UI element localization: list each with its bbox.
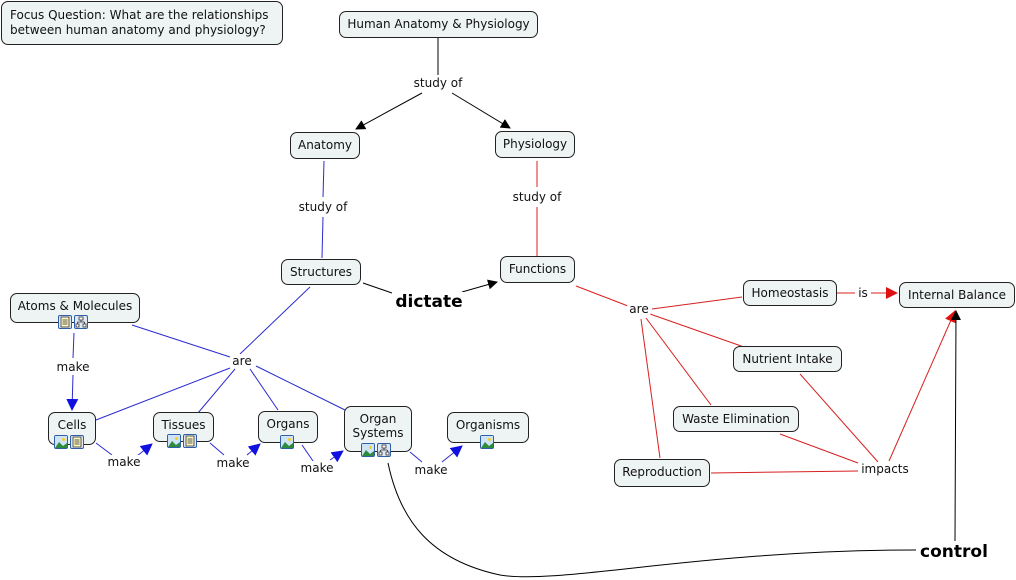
link-label-study-of: study of	[296, 200, 350, 214]
link-studyof-physiology	[451, 92, 511, 129]
concept-internal-balance[interactable]: Internal Balance	[899, 282, 1015, 308]
concept-homeostasis[interactable]: Homeostasis	[743, 280, 837, 306]
concept-structures[interactable]: Structures	[281, 259, 361, 285]
focus-question: Focus Question: What are the relationshi…	[1, 1, 283, 45]
concept-map-icon[interactable]	[377, 443, 391, 457]
atoms-resources	[58, 315, 88, 329]
link-label-make: make	[214, 456, 252, 470]
concept-reproduction[interactable]: Reproduction	[614, 459, 710, 487]
document-icon[interactable]	[183, 434, 197, 448]
link-label-impacts: impacts	[859, 462, 911, 476]
concept-physiology[interactable]: Physiology	[495, 131, 575, 158]
link-label-make: make	[54, 360, 92, 374]
link-label-make: make	[105, 455, 143, 469]
link-label-make: make	[298, 461, 336, 475]
link-label-study-of: study of	[510, 190, 564, 204]
organ-systems-resources	[361, 443, 391, 457]
organs-resources	[280, 435, 294, 449]
document-icon[interactable]	[70, 435, 84, 449]
concept-nutrient-intake[interactable]: Nutrient Intake	[733, 346, 842, 372]
document-icon[interactable]	[58, 315, 72, 329]
link-label-is: is	[856, 286, 870, 300]
concept-functions[interactable]: Functions	[500, 256, 575, 283]
link-label-control: control	[918, 542, 990, 562]
link-label-make: make	[412, 463, 450, 477]
image-icon[interactable]	[480, 435, 494, 449]
concept-human-anatomy-physiology[interactable]: Human Anatomy & Physiology	[339, 11, 538, 38]
cells-resources	[54, 435, 84, 449]
link-label-are: are	[230, 354, 254, 368]
image-icon[interactable]	[280, 435, 294, 449]
organisms-resources	[480, 435, 494, 449]
link-studyof-anatomy	[355, 92, 423, 130]
tissues-resources	[167, 434, 197, 448]
link-label-study-of: study of	[411, 76, 465, 90]
link-label-dictate: dictate	[393, 292, 465, 312]
concept-anatomy[interactable]: Anatomy	[290, 132, 360, 159]
image-icon[interactable]	[167, 434, 181, 448]
concept-map-icon[interactable]	[74, 315, 88, 329]
image-icon[interactable]	[361, 443, 375, 457]
concept-waste-elimination[interactable]: Waste Elimination	[673, 406, 799, 432]
image-icon[interactable]	[54, 435, 68, 449]
link-label-are: are	[627, 302, 651, 316]
